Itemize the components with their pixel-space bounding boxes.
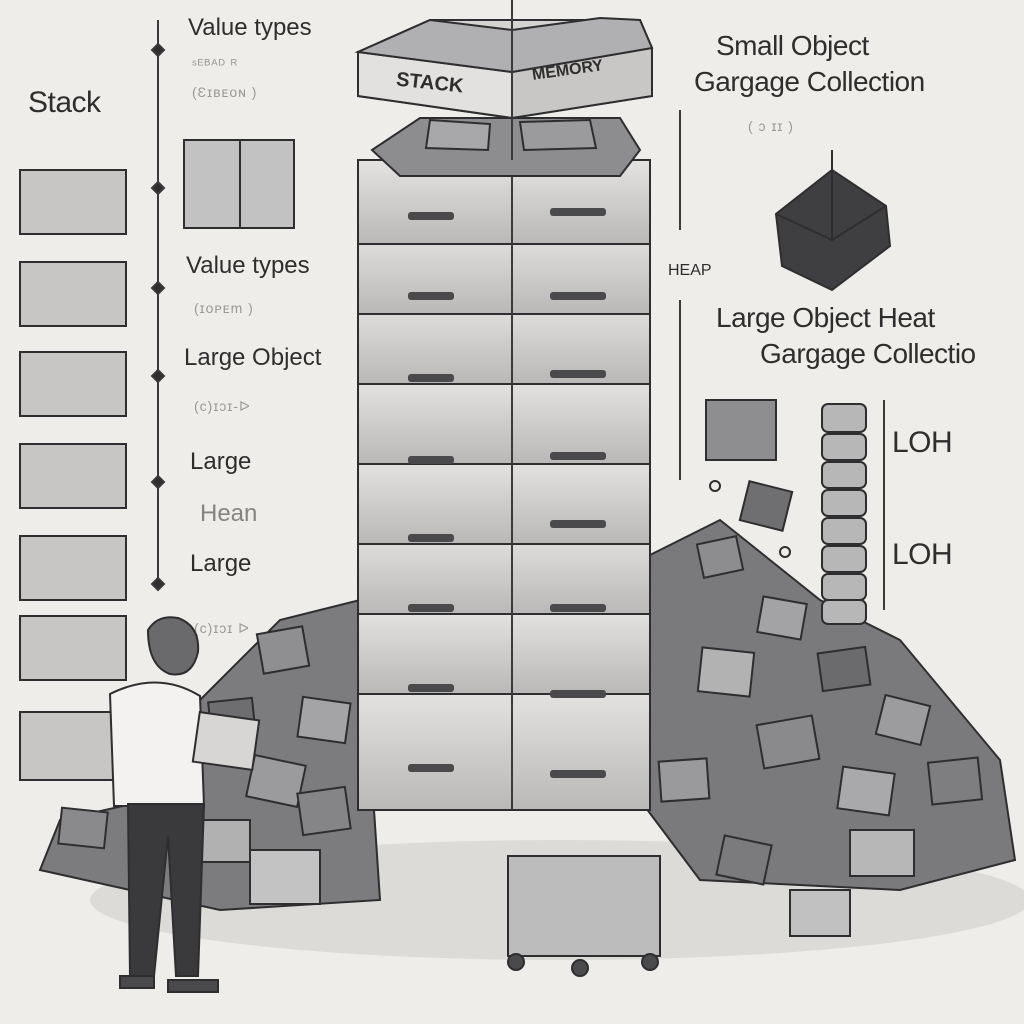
label-sub-4: (ᴄ)ɪɔɪ ᐅ: [194, 620, 250, 636]
label-loh-2: LOH: [892, 538, 953, 571]
label-large-1: Large: [190, 448, 252, 475]
label-sub-2: (ɪoᴘᴇm ): [194, 300, 254, 316]
label-soh-line1: Small Object: [716, 30, 869, 61]
timeline-right: [679, 110, 885, 610]
label-stack-title: Stack: [28, 86, 101, 119]
timeline-left: [150, 20, 166, 592]
developer-figure: [108, 616, 261, 993]
label-large-object: Large Object: [184, 344, 322, 371]
label-loh-1: LOH: [892, 426, 953, 459]
label-heap: Hean: [200, 500, 258, 527]
label-loh-line1: Large Object Heat: [716, 302, 935, 333]
label-value-types-2: Value types: [186, 252, 310, 279]
label-sub-1: ˢᴱᴮᴬᴰ ᴿ: [192, 56, 239, 72]
label-loh-line2: Gargage Collectio: [760, 338, 976, 369]
label-value-types-1: Value types: [188, 14, 312, 41]
label-sub-1b: (Ɛɪʙᴇᴏɴ ): [192, 84, 258, 100]
label-soh-line2: Gargage Collection: [694, 66, 925, 97]
label-heap-right: HEAP: [668, 262, 712, 279]
heap-cubes: [705, 399, 794, 558]
rubble-pile-right: [639, 518, 1017, 937]
label-sub-3: (ᴄ)ɪɔɪ-ᐅ: [194, 398, 251, 414]
label-soh-sub: ( ɔ ɪɪ ): [748, 118, 794, 134]
stack-blocks-left: [19, 139, 295, 781]
cart-icon: [507, 855, 661, 977]
loh-stack: [821, 403, 867, 625]
memory-tower: [354, 0, 654, 811]
gem-icon: [774, 150, 892, 292]
label-large-2: Large: [190, 550, 252, 577]
